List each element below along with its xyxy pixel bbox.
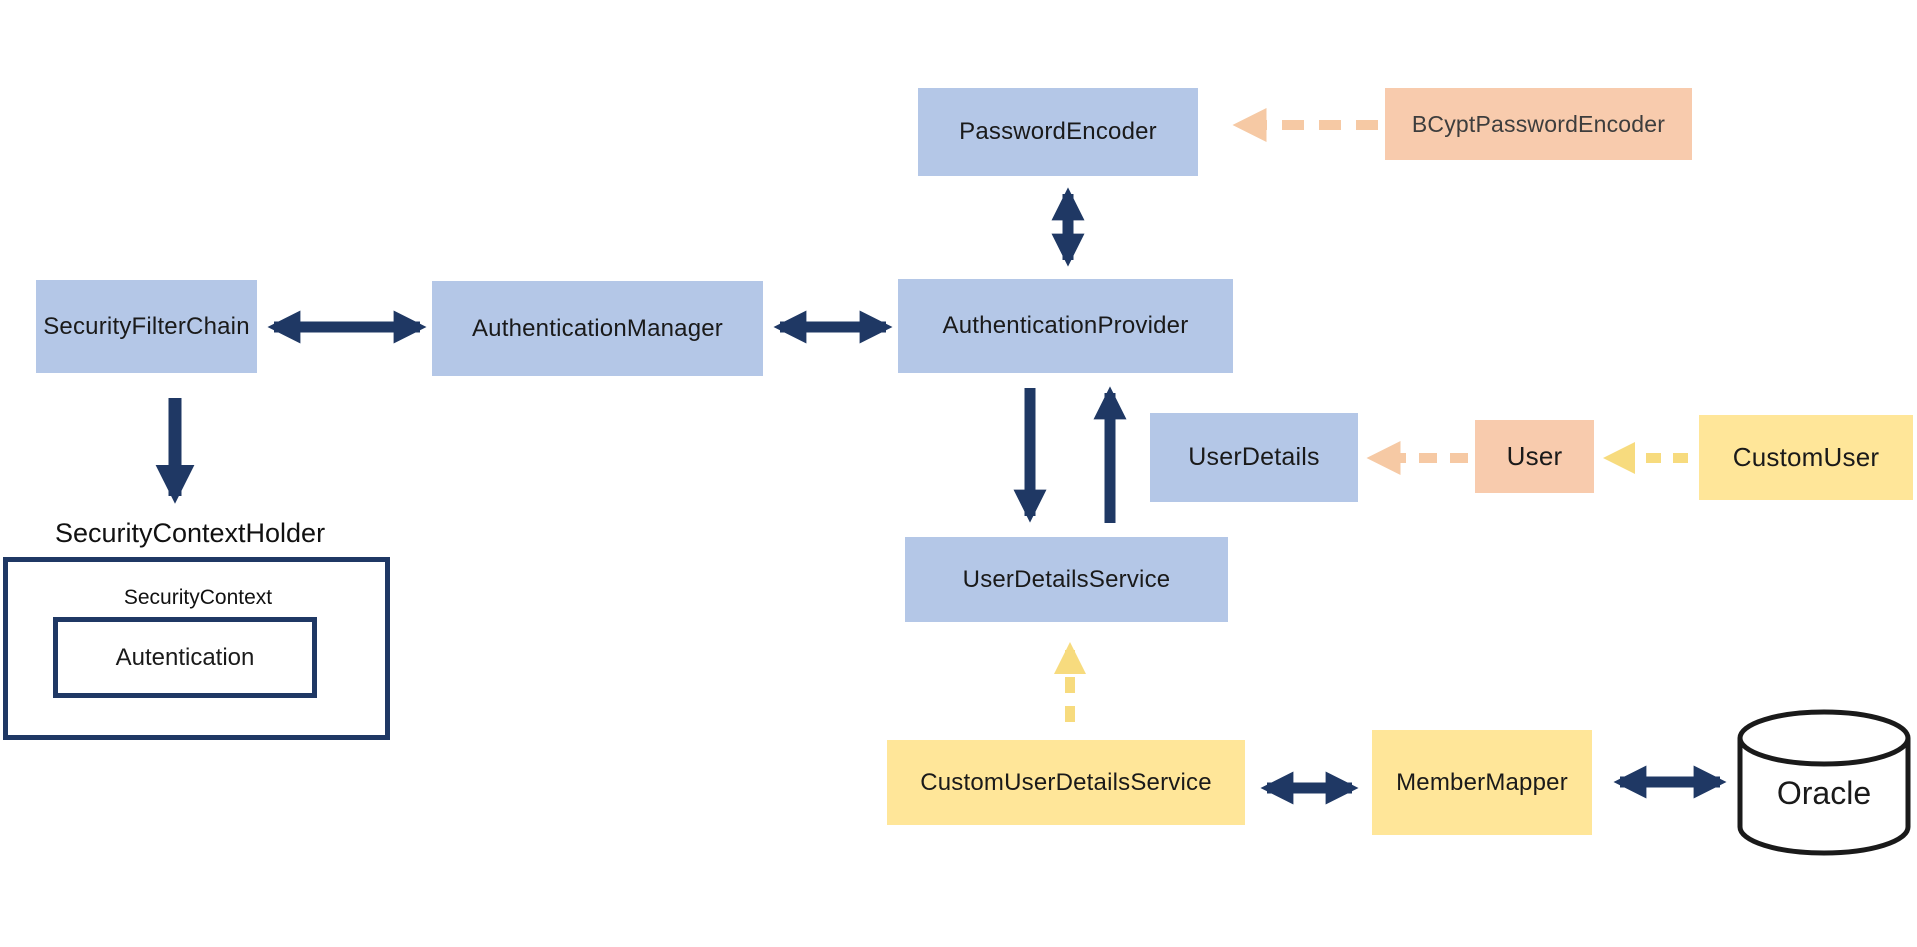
cylinder-top <box>1737 709 1911 767</box>
security-context-holder-frame: SecurityContext Autentication <box>3 557 390 740</box>
label-security-context: SecurityContext <box>123 586 273 609</box>
node-password-encoder: PasswordEncoder <box>918 88 1198 176</box>
label-security-context-holder: SecurityContextHolder <box>54 517 326 548</box>
node-autentication: Autentication <box>53 617 317 698</box>
node-custom-user-details-service: CustomUserDetailsService <box>887 740 1245 825</box>
oracle-database-cylinder: Oracle <box>1737 709 1911 856</box>
node-user-details: UserDetails <box>1150 413 1358 502</box>
cylinder-body <box>1737 738 1911 856</box>
node-user: User <box>1475 420 1594 493</box>
node-user-details-service: UserDetailsService <box>905 537 1228 622</box>
label-oracle: Oracle <box>1777 775 1871 811</box>
node-bcypt-password-encoder: BCyptPasswordEncoder <box>1385 88 1692 160</box>
node-member-mapper: MemberMapper <box>1372 730 1592 835</box>
node-security-filter-chain: SecurityFilterChain <box>36 280 257 373</box>
node-authentication-provider: AuthenticationProvider <box>898 279 1233 373</box>
node-authentication-manager: AuthenticationManager <box>432 281 763 376</box>
node-custom-user: CustomUser <box>1699 415 1913 500</box>
